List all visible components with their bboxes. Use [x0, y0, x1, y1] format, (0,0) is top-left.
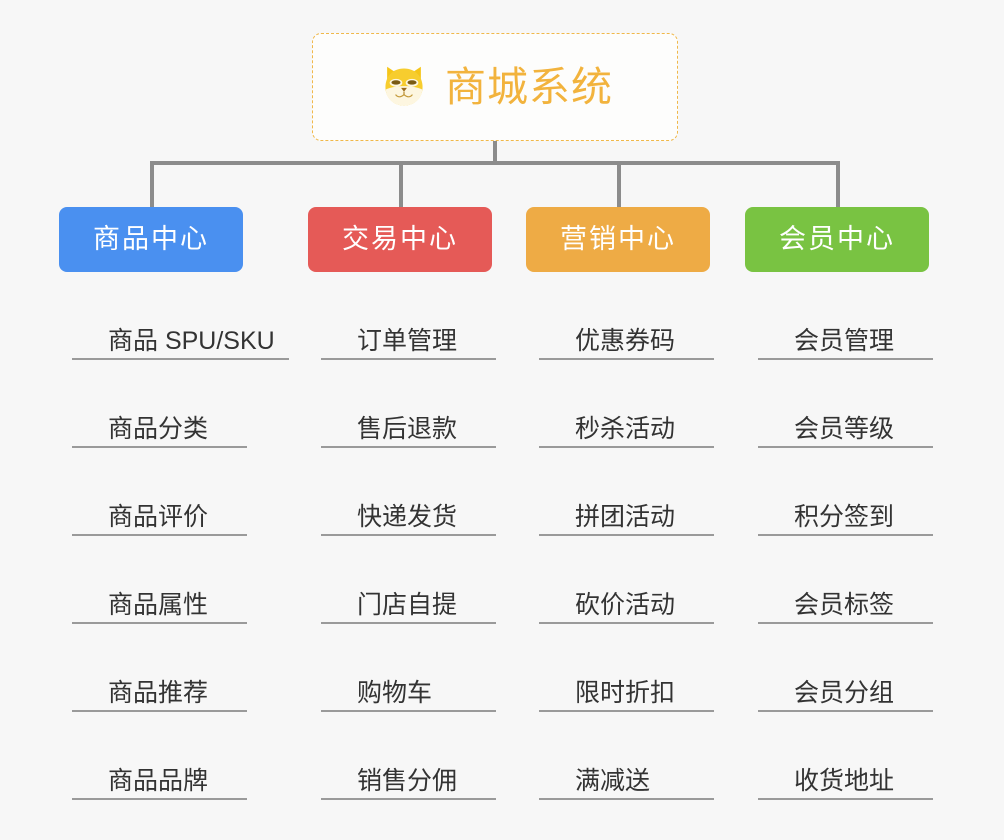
leaf-item[interactable]: 商品推荐 [72, 624, 247, 712]
root-node[interactable]: 商城系统 [312, 33, 678, 141]
leaf-label: 商品属性 [108, 590, 209, 619]
leaf-item[interactable]: 收货地址 [758, 712, 933, 800]
leaf-item[interactable]: 商品评价 [72, 448, 247, 536]
branch-member-center: 会员中心 [745, 207, 929, 272]
leaf-list-2: 订单管理 售后退款 快递发货 门店自提 购物车 销售分佣 [308, 272, 568, 800]
leaf-label: 购物车 [357, 678, 433, 707]
leaf-item[interactable]: 会员管理 [758, 272, 933, 360]
leaf-item[interactable]: 销售分佣 [321, 712, 496, 800]
branch-trade-center: 交易中心 [308, 207, 492, 272]
leaf-label: 会员分组 [794, 678, 895, 707]
leaf-item[interactable]: 优惠券码 [539, 272, 714, 360]
leaf-label: 商品 SPU/SKU [108, 326, 275, 355]
leaf-list-1: 商品 SPU/SKU 商品分类 商品评价 商品属性 商品推荐 商品品牌 [59, 272, 319, 800]
branch-marketing-center: 营销中心 [526, 207, 710, 272]
branch-header-2[interactable]: 交易中心 [308, 207, 492, 272]
root-title: 商城系统 [445, 63, 613, 110]
branch-label-1: 商品中心 [93, 224, 209, 254]
leaf-item[interactable]: 积分签到 [758, 448, 933, 536]
leaf-label: 积分签到 [794, 502, 895, 531]
branch-label-4: 会员中心 [779, 224, 895, 254]
leaf-label: 砍价活动 [575, 590, 676, 619]
leaf-item[interactable]: 订单管理 [321, 272, 496, 360]
leaf-list-4: 会员管理 会员等级 积分签到 会员标签 会员分组 收货地址 [745, 272, 1004, 800]
leaf-label: 会员管理 [794, 326, 895, 355]
leaf-item[interactable]: 砍价活动 [539, 536, 714, 624]
leaf-item[interactable]: 会员等级 [758, 360, 933, 448]
leaf-item[interactable]: 秒杀活动 [539, 360, 714, 448]
branch-label-3: 营销中心 [560, 224, 676, 254]
leaf-item[interactable]: 门店自提 [321, 536, 496, 624]
branch-header-1[interactable]: 商品中心 [59, 207, 243, 272]
leaf-item[interactable]: 购物车 [321, 624, 496, 712]
connector-horizontal-bus [150, 161, 838, 165]
leaf-label: 商品评价 [108, 502, 209, 531]
leaf-label: 秒杀活动 [575, 414, 676, 443]
leaf-item[interactable]: 拼团活动 [539, 448, 714, 536]
leaf-label: 优惠券码 [575, 326, 676, 355]
leaf-item[interactable]: 快递发货 [321, 448, 496, 536]
leaf-item[interactable]: 会员标签 [758, 536, 933, 624]
leaf-label: 销售分佣 [357, 766, 458, 795]
leaf-item[interactable]: 商品 SPU/SKU [72, 272, 289, 360]
leaf-item[interactable]: 满减送 [539, 712, 714, 800]
leaf-label: 门店自提 [357, 590, 458, 619]
branch-header-4[interactable]: 会员中心 [745, 207, 929, 272]
shiba-dog-emoji [385, 66, 423, 106]
leaf-item[interactable]: 商品分类 [72, 360, 247, 448]
branch-label-2: 交易中心 [342, 224, 458, 254]
leaf-list-3: 优惠券码 秒杀活动 拼团活动 砍价活动 限时折扣 满减送 [526, 272, 786, 800]
leaf-item[interactable]: 商品属性 [72, 536, 247, 624]
branch-header-3[interactable]: 营销中心 [526, 207, 710, 272]
leaf-item[interactable]: 限时折扣 [539, 624, 714, 712]
leaf-label: 拼团活动 [575, 502, 676, 531]
leaf-label: 收货地址 [794, 766, 895, 795]
leaf-label: 会员等级 [794, 414, 895, 443]
leaf-label: 商品推荐 [108, 678, 209, 707]
connector-drop-branch-1 [150, 161, 154, 207]
leaf-item[interactable]: 售后退款 [321, 360, 496, 448]
leaf-label: 商品分类 [108, 414, 209, 443]
leaf-label: 会员标签 [794, 590, 895, 619]
branch-product-center: 商品中心 [59, 207, 243, 272]
leaf-item[interactable]: 会员分组 [758, 624, 933, 712]
leaf-label: 订单管理 [357, 326, 458, 355]
leaf-label: 快递发货 [357, 502, 458, 531]
leaf-label: 商品品牌 [108, 766, 209, 795]
connector-drop-branch-3 [617, 161, 621, 207]
connector-drop-branch-2 [399, 161, 403, 207]
leaf-label: 限时折扣 [575, 678, 676, 707]
connector-root-stem [493, 141, 497, 164]
leaf-label: 满减送 [575, 766, 651, 795]
leaf-label: 售后退款 [357, 414, 458, 443]
connector-drop-branch-4 [836, 161, 840, 207]
leaf-item[interactable]: 商品品牌 [72, 712, 247, 800]
